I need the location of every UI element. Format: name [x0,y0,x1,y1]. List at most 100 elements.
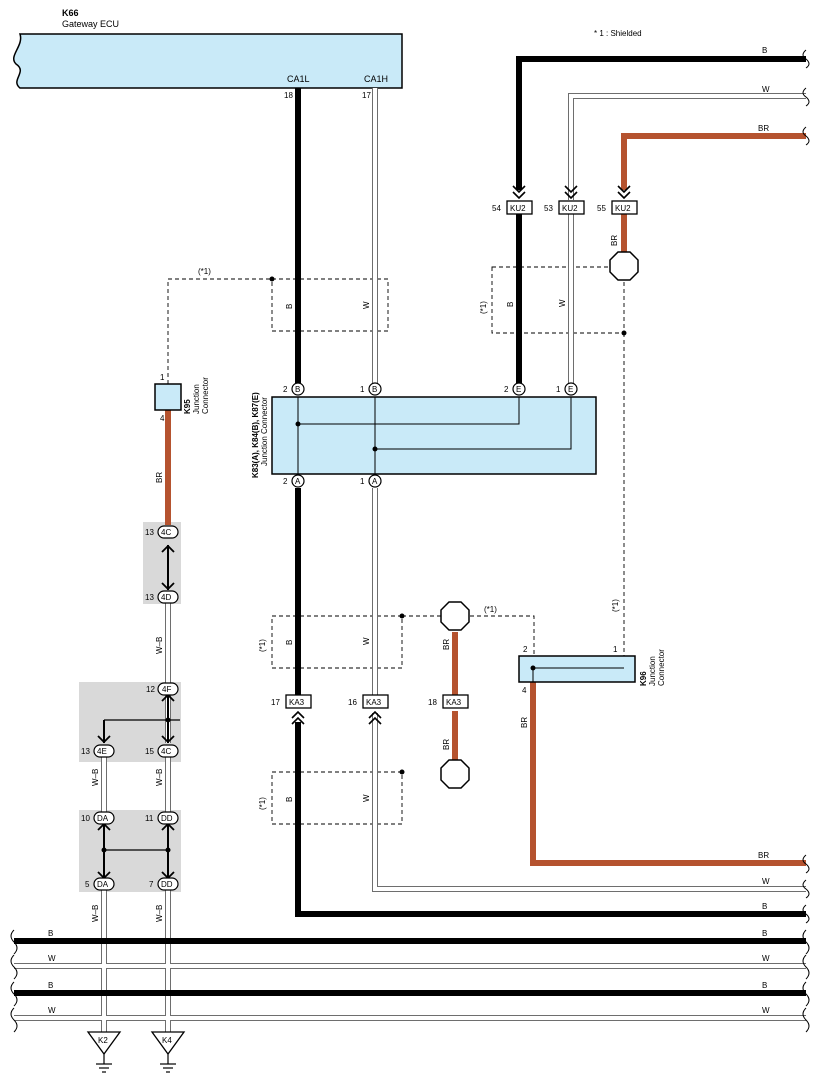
inline-num-15: 15 [145,747,154,756]
inline-connectors [97,544,180,880]
ku2-connector-54 [506,200,533,215]
inline-label-da-bottom: DA [97,880,109,889]
k96-pin-2: 2 [523,645,528,654]
junction-num-a1: 1 [360,477,365,486]
wire-label-b-bottom: B [762,902,767,911]
ku2-connector-55 [611,200,638,215]
k95-pin-1: 1 [160,373,165,382]
inline-num-13-b: 13 [145,593,154,602]
junction-connector-k83-box [271,396,597,475]
gateway-num-18: 18 [284,91,293,100]
junction-num-e2: 2 [504,385,509,394]
shield-label-top-left: (*1) [198,267,211,276]
ground-label-k4: K4 [162,1036,172,1045]
wire-label-w-bottom: W [762,877,770,886]
vlabel-br-k95: BR [155,472,164,483]
vlabel-b-ku2: B [506,302,515,307]
ku2-pin-54: 54 [492,204,501,213]
shield-label-ka3-bottom: (*1) [258,797,267,810]
junction-internal-lines [297,397,572,474]
k96-pin-4: 4 [522,686,527,695]
ground-label-k2: K2 [98,1036,108,1045]
vlabel-w-gateway: W [362,301,371,309]
bus-label-b1-left: B [48,929,53,938]
junction-num-a2: 2 [283,477,288,486]
k96-line2: Connector [657,649,666,686]
gateway-code: K66 [62,8,79,18]
shield-label-ka3-top: (*1) [258,639,267,652]
inline-label-4e: 4E [97,747,107,756]
inline-num-7: 7 [149,880,154,889]
ground-symbols [86,1031,186,1056]
shield-label-k96: (*1) [611,599,620,612]
ka3-label-18: KA3 [446,698,462,707]
gateway-name: Gateway ECU [62,19,119,29]
junction-pin-e-1 [564,382,578,396]
inline-num-13-c: 13 [81,747,90,756]
vlabel-br-ku2: BR [610,235,619,246]
junction-pin-b-1 [368,382,382,396]
inline-num-5: 5 [85,880,90,889]
bus-label-w1-left: W [48,954,56,963]
bus-label-w2-left: W [48,1006,56,1015]
shield-splice-dots [269,276,627,775]
k96-connector-box [518,655,636,683]
junction-pin-e-2 [512,382,526,396]
inline-num-10: 10 [81,814,90,823]
gateway-ecu-box [13,33,403,89]
ku2-label-55: KU2 [615,204,631,213]
vlabel-b-ka3-top: B [285,640,294,645]
vlabel-b-gateway: B [285,304,294,309]
vlabel-wb-4e: W–B [91,769,100,786]
wire-label-br-bottom: BR [758,851,769,860]
gateway-pin-ca1h: CA1H [364,74,388,84]
inline-label-4c-top: 4C [161,528,171,537]
wire-label-w-top: W [762,85,770,94]
inline-num-11: 11 [145,814,154,823]
ku2-pin-55: 55 [597,204,606,213]
shielded-note: * 1 : Shielded [594,29,642,38]
junction-num-b2: 2 [283,385,288,394]
vlabel-w-ku2: W [558,299,567,307]
vlabel-wb-4c: W–B [155,769,164,786]
shield-ground-octagons [440,251,639,789]
bus-label-w1-right: W [762,954,770,963]
vlabel-w-ka3-bottom: W [362,794,371,802]
k95-connector-box [154,383,182,411]
ku2-connector-53 [558,200,585,215]
vlabel-br-ka3-top: BR [442,639,451,650]
junction-num-e1: 1 [556,385,561,394]
inline-pill-dd-bottom [157,877,179,891]
ground-bars [96,1054,176,1073]
ka3-arrows [291,710,382,725]
inline-num-13-a: 13 [145,528,154,537]
k96-pin-1: 1 [613,645,618,654]
junction-letter-a-1: A [372,477,378,486]
vlabel-wb-4d: W–B [155,637,164,654]
ka3-pin-18: 18 [428,698,437,707]
vlabel-br-k96: BR [520,717,529,728]
junction-letter-b-1: B [372,385,377,394]
inline-label-4c-bottom: 4C [161,747,171,756]
junction-pin-a-1 [368,474,382,488]
inline-label-dd-bottom: DD [161,880,173,889]
inline-label-4d: 4D [161,593,171,602]
shield-dashed-lines [167,266,625,825]
inline-pill-4f [157,682,179,696]
junction-letter-e-1: E [568,385,573,394]
inline-pill-4e [93,744,115,758]
junction-code: K83(A), K84(B), K87(E) [251,392,260,478]
inline-label-da-top: DA [97,814,109,823]
inline-label-4f: 4F [162,685,171,694]
bus-label-b2-right: B [762,981,767,990]
ku2-pin-53: 53 [544,204,553,213]
wire-break-marks [10,49,810,1033]
bus-label-b2-left: B [48,981,53,990]
ku2-label-54: KU2 [510,204,526,213]
ka3-connector-18 [442,694,469,709]
ka3-connector-17 [285,694,312,709]
junction-letter-b-2: B [295,385,300,394]
ka3-pin-16: 16 [348,698,357,707]
inline-pill-4d [157,590,179,604]
